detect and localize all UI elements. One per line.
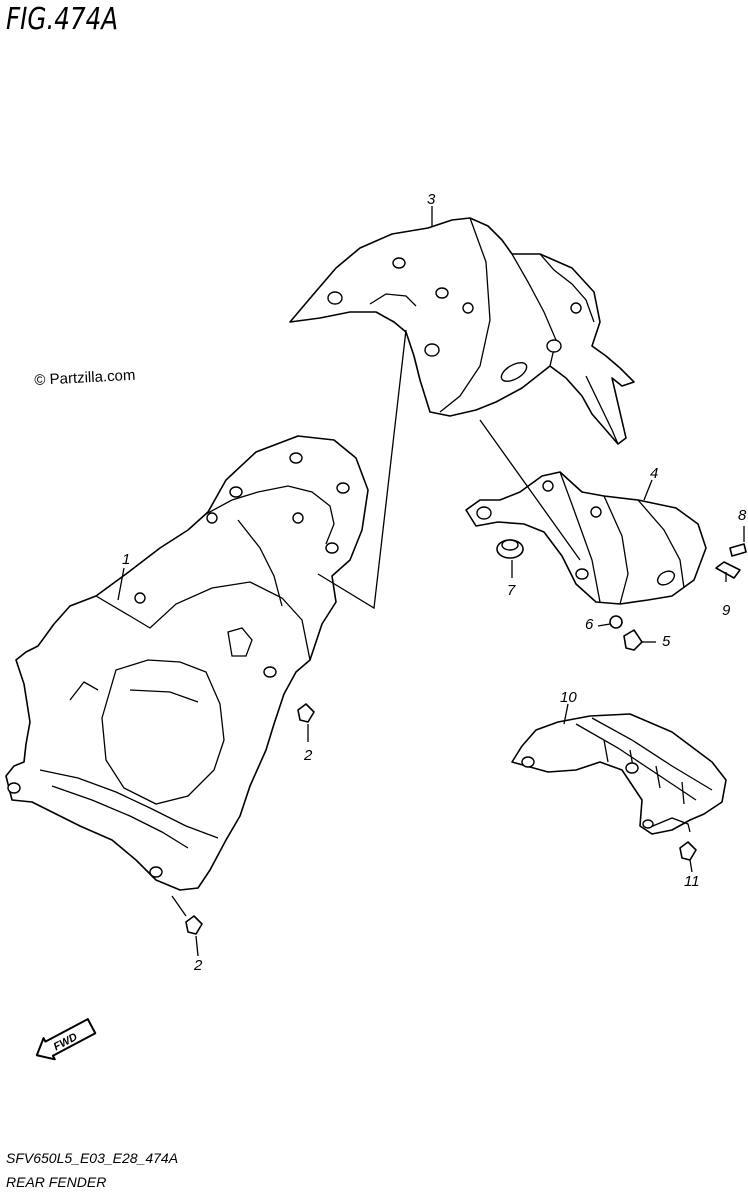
part-2-bolt-a[interactable] xyxy=(297,703,315,723)
part-1-rear-fender[interactable] xyxy=(5,435,369,891)
callout-6[interactable]: 6 xyxy=(585,616,594,633)
callout-5[interactable]: 5 xyxy=(662,633,671,650)
callout-8[interactable]: 8 xyxy=(738,507,747,524)
callout-9[interactable]: 9 xyxy=(722,602,731,619)
leader-lines xyxy=(117,206,745,957)
part-7-grommet[interactable] xyxy=(496,539,524,559)
diagram-caption: REAR FENDER xyxy=(6,1174,107,1190)
part-2-bolt-b[interactable] xyxy=(185,915,203,935)
part-9-clip[interactable] xyxy=(715,561,741,579)
callout-1[interactable]: 1 xyxy=(122,551,131,568)
part-4-bracket[interactable] xyxy=(465,471,707,605)
callout-3[interactable]: 3 xyxy=(427,191,436,208)
part-11-bolt[interactable] xyxy=(679,841,697,861)
assembly-guide-lines xyxy=(171,329,581,917)
part-6-nut[interactable] xyxy=(609,615,623,629)
callout-4[interactable]: 4 xyxy=(650,465,659,482)
diagram-code: SFV650L5_E03_E28_474A xyxy=(6,1150,179,1166)
callout-7[interactable]: 7 xyxy=(507,582,516,599)
part-10-lower-bracket[interactable] xyxy=(511,713,727,835)
figure-title: FIG.474A xyxy=(6,2,119,37)
part-8-screw[interactable] xyxy=(729,543,747,557)
callout-11[interactable]: 11 xyxy=(684,873,700,890)
part-5-bolt[interactable] xyxy=(623,629,643,651)
callout-2-upper[interactable]: 2 xyxy=(304,747,313,764)
fwd-arrow: FWD xyxy=(35,1018,97,1061)
part-3-upper-fender[interactable] xyxy=(289,217,635,445)
callout-2-lower[interactable]: 2 xyxy=(194,957,203,974)
callout-10[interactable]: 10 xyxy=(560,689,577,706)
